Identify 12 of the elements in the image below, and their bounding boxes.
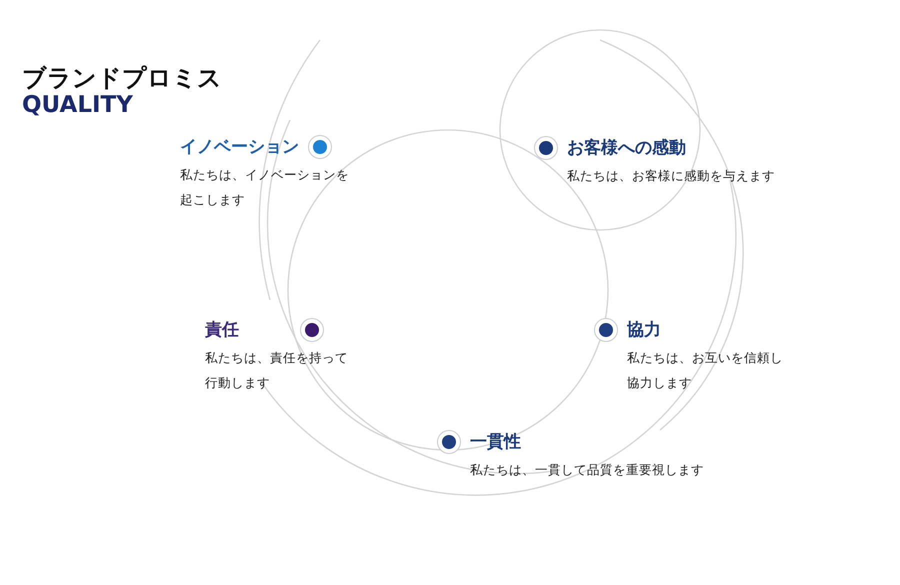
heading: 責任: [205, 319, 239, 341]
heading: 一貫性: [470, 431, 521, 453]
heading: イノベーション: [180, 136, 299, 158]
description: 私たちは、イノベーションを起こします: [180, 166, 350, 209]
title: ブランドプロミス: [22, 63, 222, 94]
description: 私たちは、お互いを信頼し協力します: [627, 349, 784, 392]
heading: 協力: [627, 319, 661, 341]
description: 私たちは、一貫して品質を重要視します: [470, 461, 705, 479]
heading: お客様への感動: [567, 137, 686, 159]
subtitle: QUALITY: [22, 92, 133, 118]
description: 私たちは、責任を持って行動します: [205, 349, 349, 392]
description: 私たちは、お客様に感動を与えます: [567, 167, 776, 185]
